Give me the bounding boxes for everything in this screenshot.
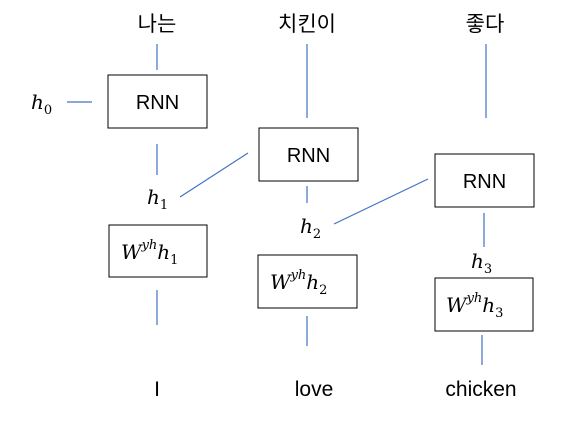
rnn-cell-3: RNN: [434, 153, 535, 208]
connector-h1-rnn2: [179, 152, 249, 198]
initial-state-label: h0: [31, 90, 52, 118]
rnn-cell-2: RNN: [258, 127, 359, 182]
connector-h2-rnn3: [333, 178, 429, 225]
output-weight-box-3: Wyhh3: [434, 277, 534, 332]
rnn-cell-2-label: RNN: [287, 145, 330, 167]
output-weight-expr-2: Wyhh2: [270, 268, 327, 298]
output-word-1: 나는: [138, 13, 177, 36]
input-word-3: chicken: [445, 378, 516, 401]
output-word-2: 치킨이: [278, 13, 336, 36]
output-word-3: 좋다: [466, 13, 505, 36]
output-weight-expr-3: Wyhh3: [446, 291, 503, 321]
rnn-cell-1: RNN: [107, 74, 208, 129]
input-word-2: love: [295, 378, 334, 401]
connectors: [67, 44, 487, 365]
output-weight-box-2: Wyhh2: [257, 254, 358, 309]
input-word-1: I: [154, 378, 160, 401]
output-weight-box-1: Wyhh1: [108, 224, 208, 278]
hidden-state-3: h3: [471, 249, 492, 277]
output-weight-expr-1: Wyhh1: [121, 238, 178, 268]
hidden-state-2: h2: [300, 214, 321, 242]
rnn-cell-3-label: RNN: [463, 171, 506, 193]
rnn-cell-1-label: RNN: [136, 92, 179, 114]
hidden-state-1: h1: [147, 185, 168, 213]
